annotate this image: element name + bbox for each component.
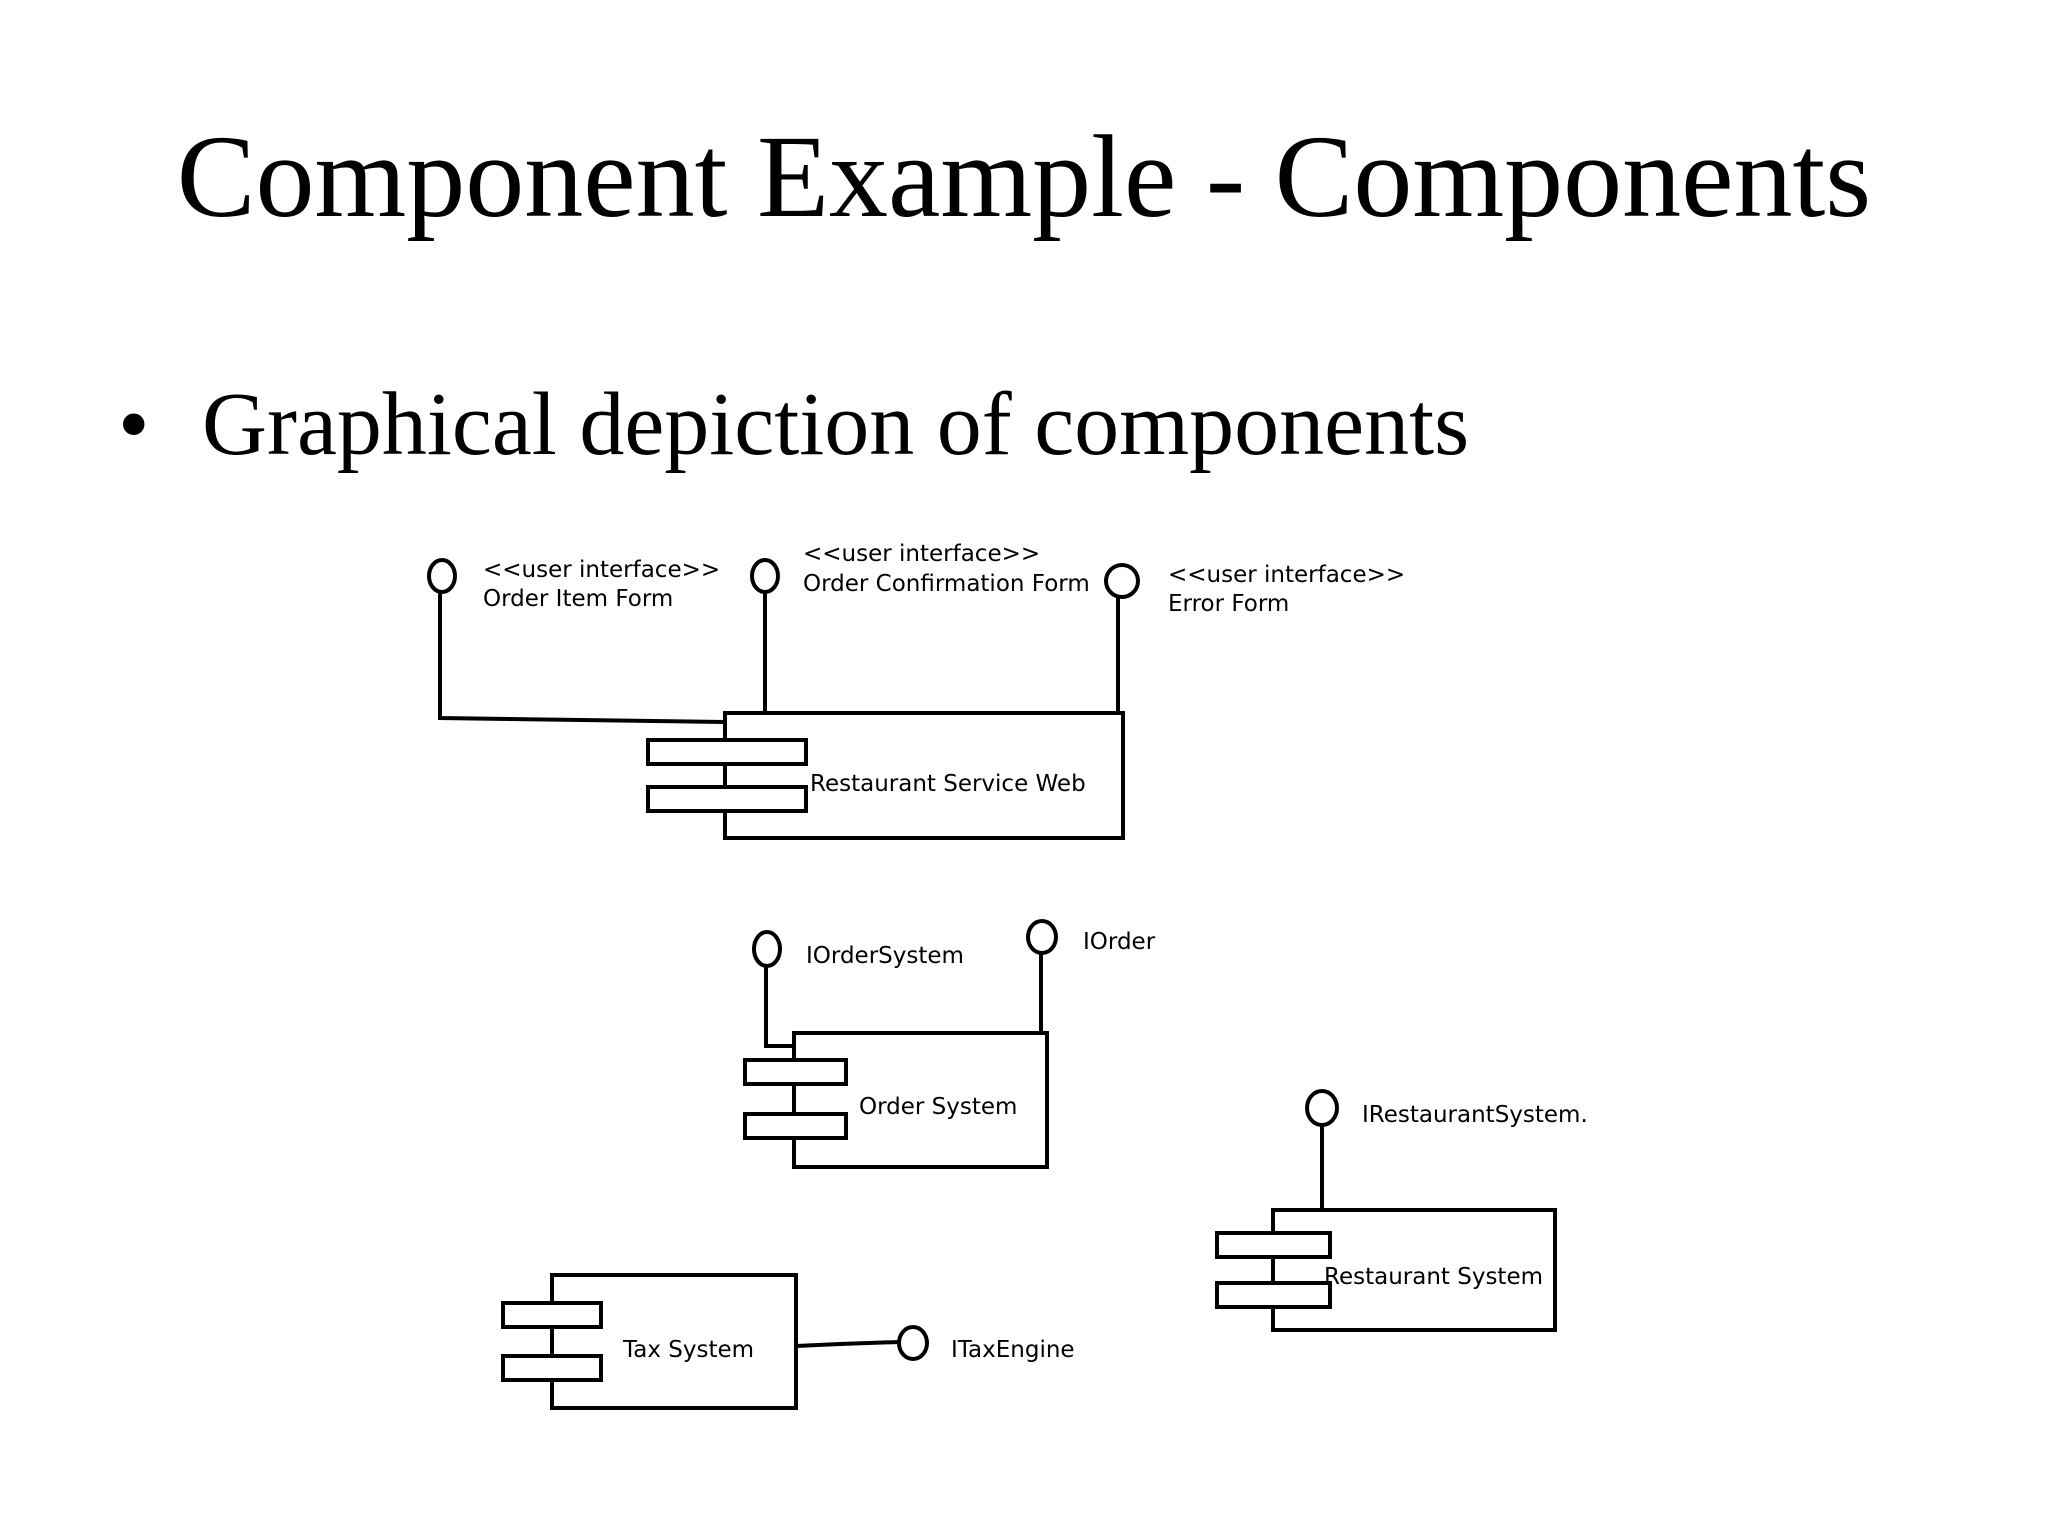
- slide-title: Component Example - Components: [176, 111, 1872, 242]
- interface-lollipop-icon: [752, 930, 782, 968]
- component-label: Order System: [859, 1094, 1017, 1120]
- component-tab-bottom: [501, 1354, 603, 1382]
- interface-label: IOrder: [1083, 929, 1156, 955]
- interface-lollipop-icon: [897, 1325, 929, 1361]
- interface-lollipop-icon: [1305, 1089, 1339, 1127]
- component-tab-bottom: [646, 785, 808, 813]
- interface-lollipop-icon: [427, 558, 457, 594]
- component-tab-top: [1215, 1231, 1332, 1259]
- interface-irestaurant-system: IRestaurantSystem.: [1305, 1089, 1588, 1210]
- component-box: [723, 711, 1125, 840]
- interface-iorder: IOrder: [1026, 919, 1156, 1033]
- interface-label: IRestaurantSystem.: [1362, 1102, 1588, 1128]
- component-label: Restaurant Service Web: [810, 771, 1086, 797]
- component-box: [792, 1031, 1049, 1169]
- component-tab-top: [501, 1301, 603, 1329]
- component-order-system: Order System: [743, 1031, 1049, 1169]
- bullet-point: •Graphical depiction of components: [118, 380, 1469, 470]
- interface-order-item-form: <<user interface>> Order Item Form: [427, 557, 726, 724]
- bullet-text: Graphical depiction of components: [202, 375, 1470, 474]
- interface-label: Order Confirmation Form: [803, 571, 1090, 597]
- component-restaurant-system: Restaurant System: [1215, 1208, 1557, 1332]
- component-label: Tax System: [622, 1337, 754, 1363]
- component-tab-bottom: [1215, 1281, 1332, 1309]
- component-tab-top: [743, 1058, 848, 1086]
- connector-line: [795, 1340, 900, 1348]
- interface-label: Order Item Form: [483, 586, 673, 612]
- component-tax-system: Tax System: [501, 1273, 798, 1410]
- interface-label: ITaxEngine: [951, 1337, 1075, 1363]
- component-box: [1271, 1208, 1557, 1332]
- component-label: Restaurant System: [1324, 1264, 1543, 1290]
- interface-label: IOrderSystem: [806, 943, 964, 969]
- interface-itax-engine: ITaxEngine: [795, 1325, 1075, 1363]
- interface-label: Error Form: [1168, 591, 1289, 617]
- bullet-dot-icon: •: [118, 375, 150, 474]
- interface-lollipop-icon: [1104, 563, 1140, 599]
- interface-stereotype: <<user interface>>: [803, 541, 1040, 567]
- interface-stereotype: <<user interface>>: [483, 557, 720, 583]
- component-restaurant-service-web: Restaurant Service Web: [646, 711, 1125, 840]
- component-tab-bottom: [743, 1112, 848, 1140]
- interface-order-confirmation-form: <<user interface>> Order Confirmation Fo…: [750, 541, 1090, 713]
- interface-iorder-system: IOrderSystem: [752, 930, 964, 1048]
- component-box: [550, 1273, 798, 1410]
- interface-stereotype: <<user interface>>: [1168, 562, 1405, 588]
- connector-line: [764, 965, 794, 1048]
- interface-lollipop-icon: [1026, 919, 1058, 955]
- connector-line: [438, 590, 726, 724]
- component-tab-top: [646, 738, 808, 766]
- interface-lollipop-icon: [750, 558, 780, 594]
- interface-error-form: <<user interface>> Error Form: [1104, 562, 1405, 713]
